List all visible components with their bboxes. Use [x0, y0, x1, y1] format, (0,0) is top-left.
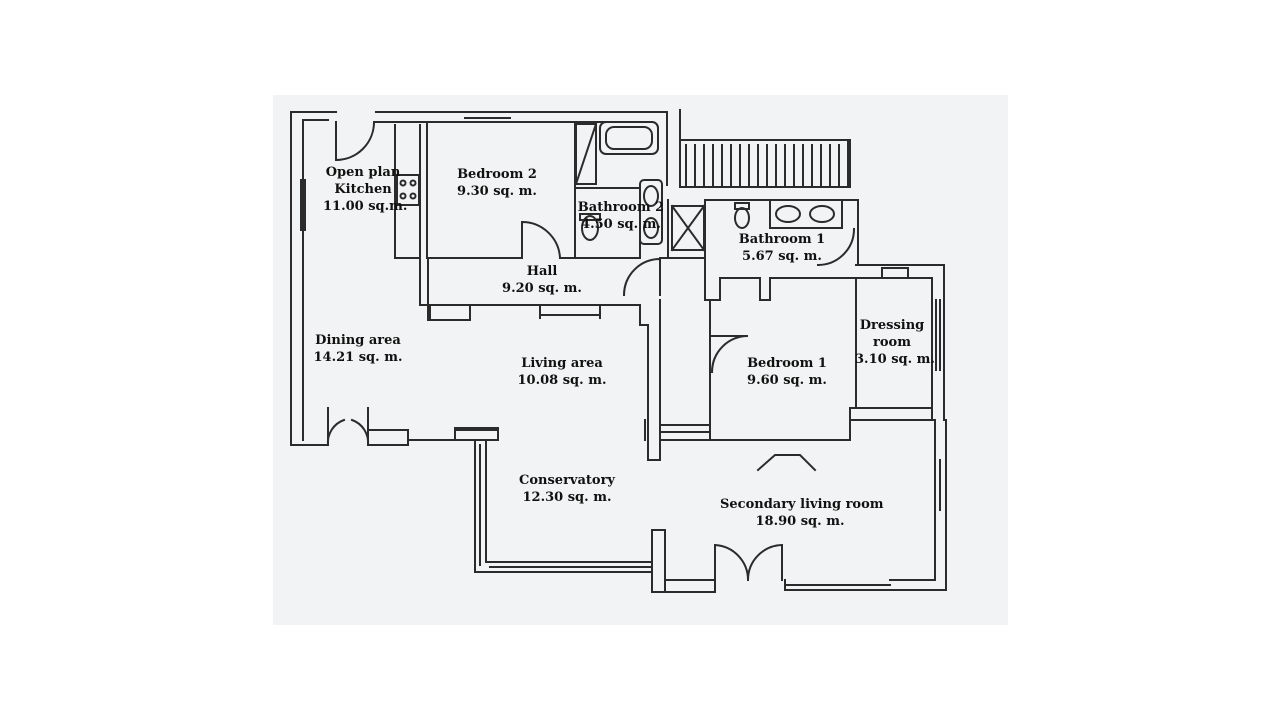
bedroom2-area: 9.30 sq. m.	[457, 184, 537, 199]
bathroom1-name: Bathroom 1	[738, 232, 826, 247]
bathroom2-fixtures	[574, 121, 663, 259]
living-area: 10.08 sq. m.	[517, 373, 607, 388]
kitchen-area: 11.00 sq.m.	[323, 199, 408, 214]
bathroom2-name: Bathroom 2	[577, 200, 665, 215]
secondary-living-name: Secondary living room	[720, 497, 884, 512]
outer-wall-west	[290, 111, 337, 446]
room-label-dining: Dining area 14.21 sq. m.	[306, 332, 410, 366]
room-label-bedroom1: Bedroom 1 9.60 sq. m.	[740, 355, 834, 389]
conservatory-area: 12.30 sq. m.	[522, 490, 612, 505]
hall-walls	[419, 257, 721, 321]
dressing-name-line2: room	[873, 335, 911, 350]
room-label-kitchen: Open plan Kitchen 11.00 sq.m.	[323, 164, 408, 215]
hall-area: 9.20 sq. m.	[502, 281, 582, 296]
kitchen-name-line2: Kitchen	[334, 182, 392, 197]
dressing-area: 3.10 sq. m.	[855, 352, 935, 367]
room-label-conservatory: Conservatory 12.30 sq. m.	[512, 472, 622, 506]
dressing-name-line1: Dressing	[859, 318, 925, 333]
secondary-living-walls	[714, 419, 947, 593]
room-label-bathroom1: Bathroom 1 5.67 sq. m.	[735, 231, 829, 265]
secondary-living-area: 18.90 sq. m.	[755, 514, 845, 529]
staircase	[679, 139, 849, 188]
room-label-bathroom2: Bathroom 2 4.50 sq. m.	[575, 199, 667, 233]
living-name: Living area	[521, 356, 603, 371]
bathroom1-walls	[667, 199, 859, 301]
bedroom1-area: 9.60 sq. m.	[747, 373, 827, 388]
living-area-walls	[639, 299, 711, 461]
room-label-bedroom2: Bedroom 2 9.30 sq. m.	[447, 166, 547, 200]
room-label-living: Living area 10.08 sq. m.	[512, 355, 612, 389]
bedroom2-name: Bedroom 2	[457, 167, 537, 182]
room-label-hall: Hall 9.20 sq. m.	[494, 263, 590, 297]
kitchen-fixtures	[300, 120, 421, 259]
dining-area: 14.21 sq. m.	[313, 350, 403, 365]
bathroom1-area: 5.67 sq. m.	[742, 249, 822, 264]
room-label-secondary-living: Secondary living room 18.90 sq. m.	[720, 496, 884, 530]
bedroom1-name: Bedroom 1	[747, 356, 827, 371]
kitchen-name-line1: Open plan	[325, 165, 401, 180]
room-label-dressing: Dressing room 3.10 sq. m.	[855, 317, 935, 368]
outer-wall-north	[375, 109, 851, 188]
dining-south-wall	[326, 407, 499, 447]
conservatory-walls	[474, 439, 716, 593]
conservatory-name: Conservatory	[519, 473, 615, 488]
hall-name: Hall	[526, 264, 558, 279]
dining-name: Dining area	[315, 333, 401, 348]
bathroom2-area: 4.50 sq. m.	[581, 217, 661, 232]
